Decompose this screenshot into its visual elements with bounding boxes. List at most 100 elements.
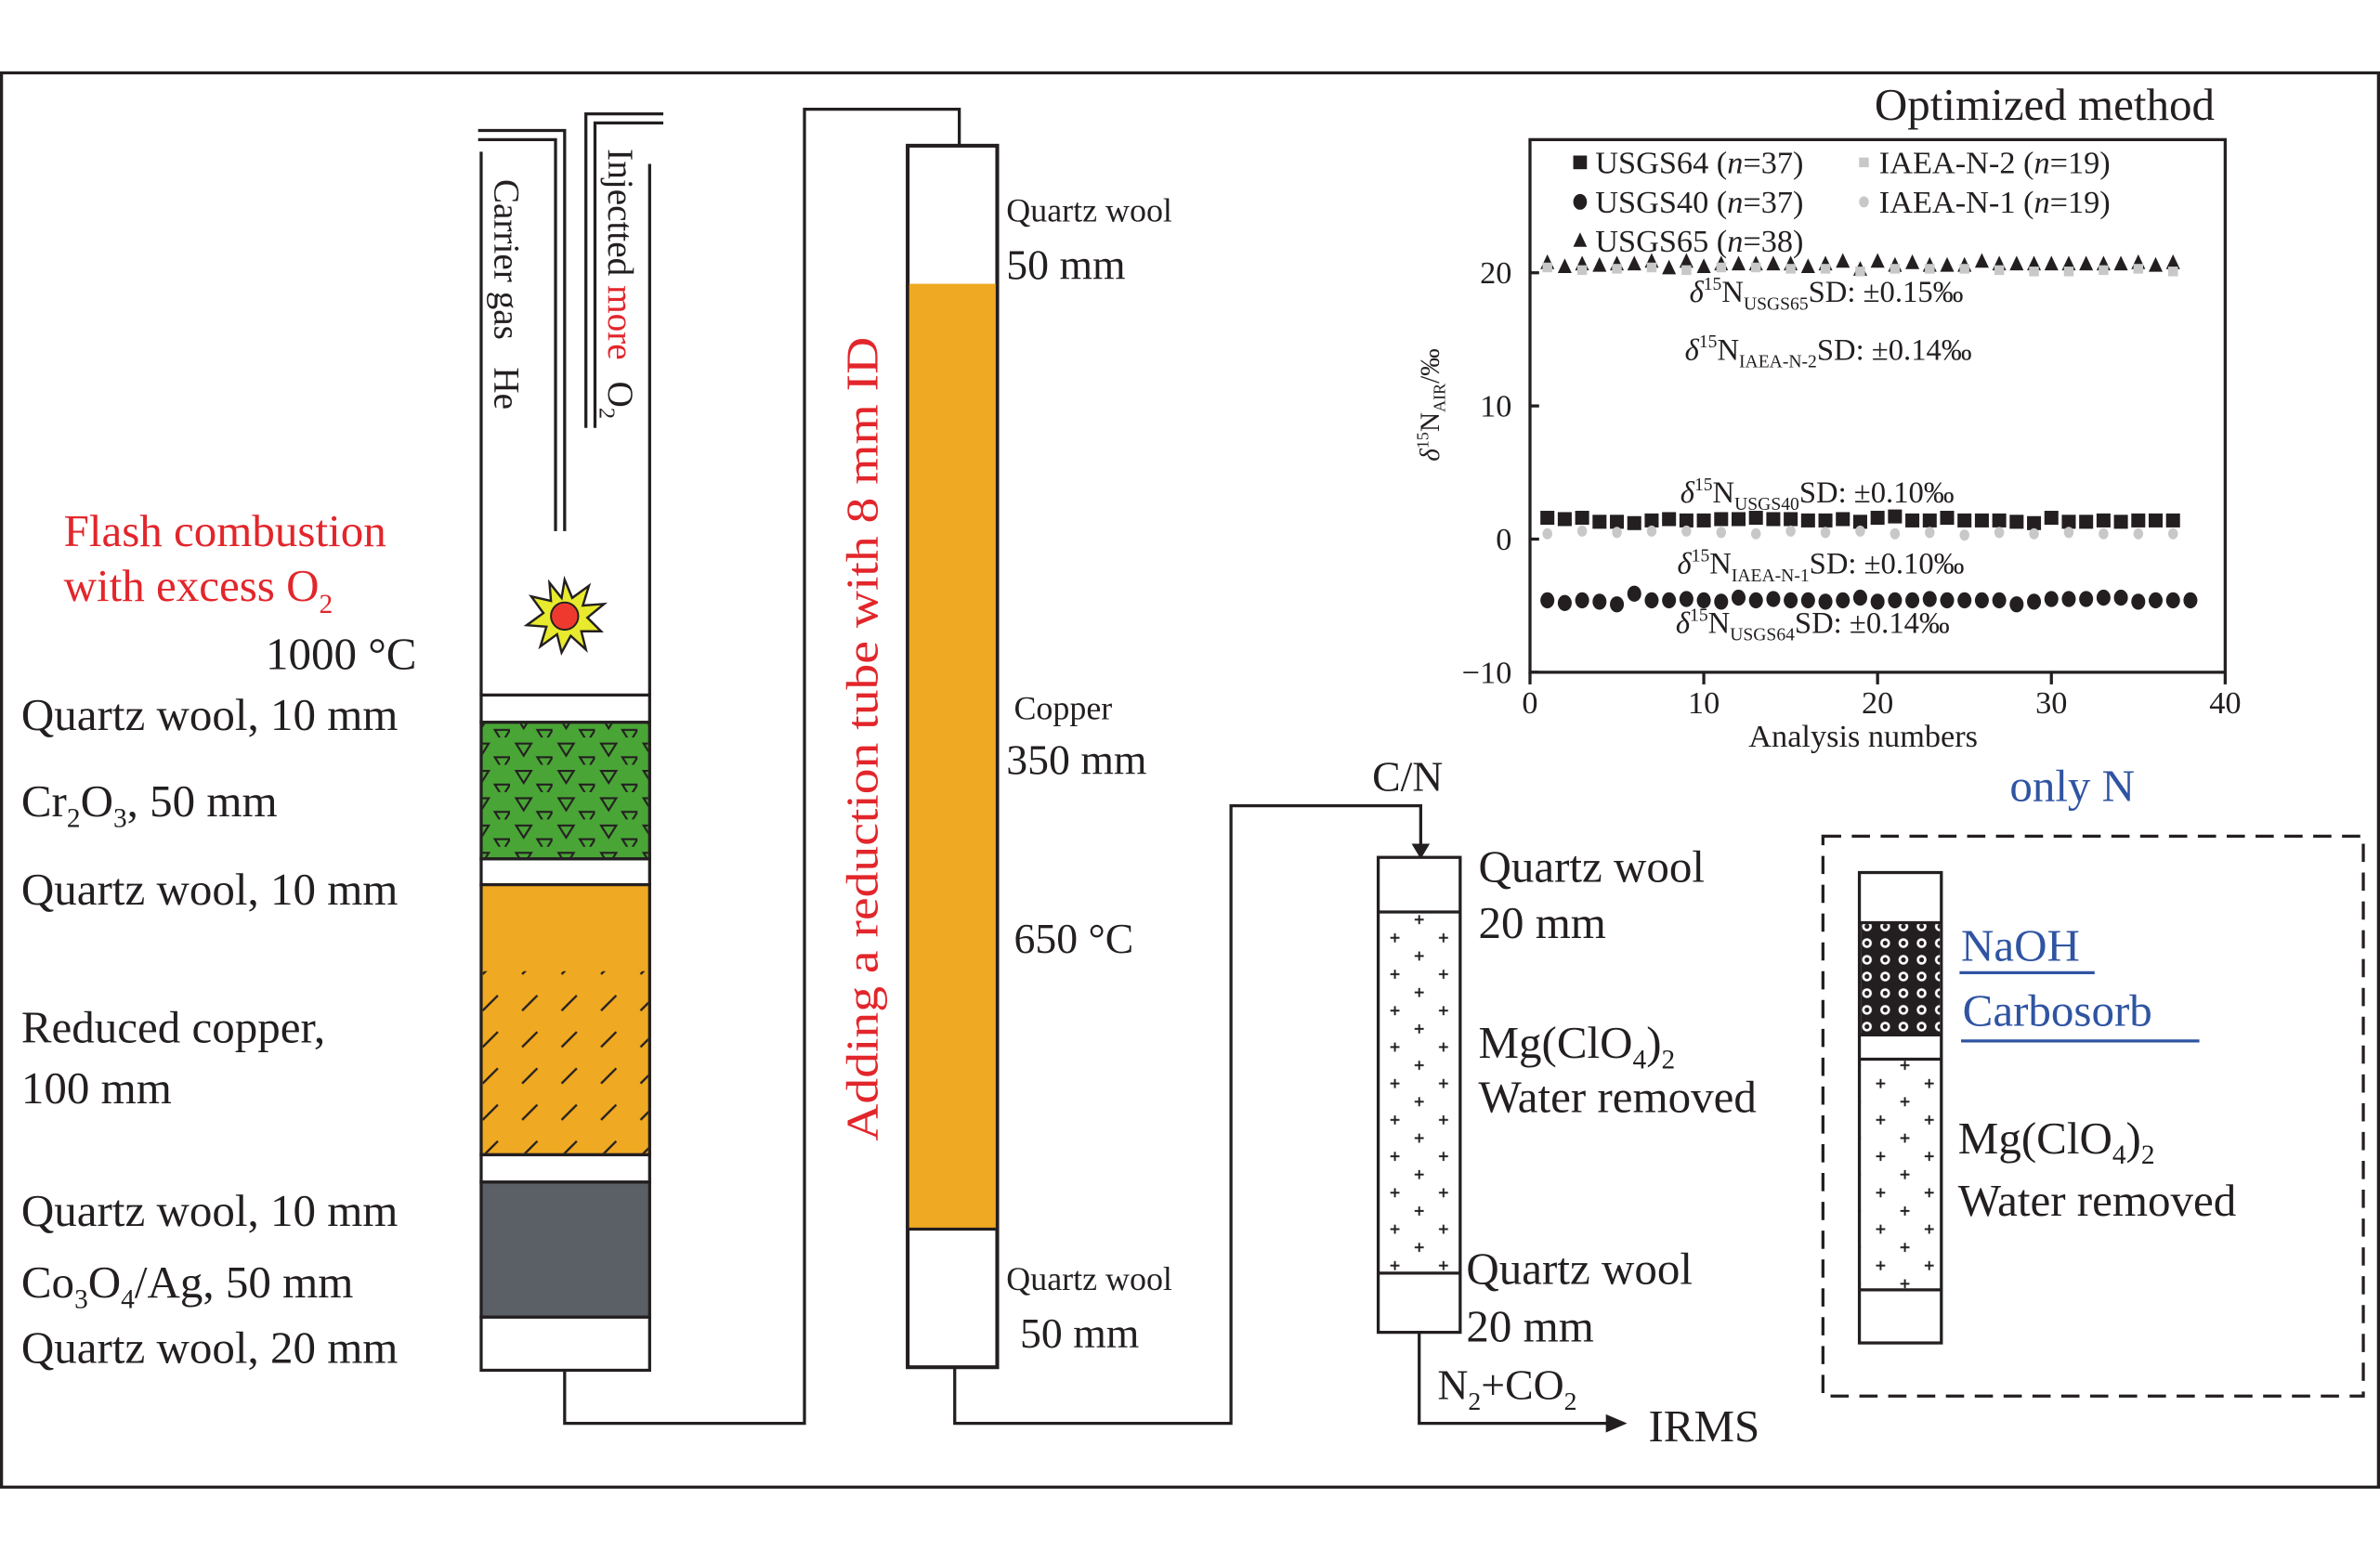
reduction-top-label-1: Quartz wool [1006,192,1172,229]
data-point-usgs40 [1784,512,1798,527]
data-point-usgs40 [1922,513,1937,528]
data-point-usgs64 [2027,593,2042,610]
legend-marker-iaea-n-2 [1859,157,1869,168]
data-point-usgs64 [1766,591,1781,607]
chart: Optimized method USGS64 (n=37)USGS40 (n=… [1414,79,2242,754]
chart-annotations: δ15NUSGS65SD: ±0.15‰δ15NIAEA-N-2SD: ±0.1… [1676,275,1972,645]
data-point-iaea-n-2 [2167,267,2178,277]
data-point-iaea-n-1 [1612,527,1622,539]
data-point-usgs64 [1644,592,1659,609]
connector-line-1 [563,108,961,1426]
only-n-formula: Mg(ClO4)2 [1958,1113,2155,1170]
data-point-iaea-n-2 [1612,264,1622,274]
legend-label-usgs40: USGS40 (n=37) [1595,185,1803,220]
data-point-usgs40 [1940,511,1955,526]
data-point-usgs64 [1852,589,1867,606]
data-point-iaea-n-1 [1890,528,1901,540]
data-point-usgs40 [1731,512,1746,527]
reduction-tube: Adding a reduction tube with 8 mm ID Qua… [836,143,1172,1370]
data-point-usgs40 [2113,514,2128,529]
x-tick-label: 40 [2209,685,2241,721]
layer-label-quartz-4: Quartz wool, 20 mm [21,1322,399,1373]
data-point-usgs65 [2079,255,2094,271]
data-point-usgs64 [2079,591,2094,607]
combustion-temperature: 1000 °C [266,629,417,680]
reduction-bottom-label-1: Quartz wool [1006,1260,1172,1297]
data-point-usgs64 [2131,593,2146,610]
oxygen-inlet-line [584,111,664,428]
legend-marker-usgs40 [1573,193,1588,210]
data-point-iaea-n-2 [1890,264,1901,274]
data-point-usgs64 [1714,593,1729,610]
data-point-iaea-n-1 [2029,528,2039,540]
data-point-iaea-n-1 [1820,527,1831,539]
x-tick-label: 30 [2035,685,2067,721]
y-axis-label: δ15NAIR/‰ [1414,348,1449,461]
chart-legend: USGS64 (n=37)USGS40 (n=37)USGS65 (n=38)I… [1573,145,2111,259]
data-point-usgs40 [1627,515,1641,530]
annotation-iaea-n-1: δ15NIAEA-N-1SD: ±0.10‰ [1677,547,1964,586]
flash-combustion-label: Flash combustion [64,505,386,556]
data-point-usgs40 [1610,514,1625,529]
annotation-iaea-n-2: δ15NIAEA-N-2SD: ±0.14‰ [1685,332,1972,371]
carrier-inlet-line [477,128,567,531]
data-point-usgs40 [2131,513,2146,528]
data-point-usgs64 [1836,592,1850,609]
layer-quartz-wool-2 [479,857,651,887]
data-point-iaea-n-2 [1681,265,1692,276]
legend-marker-usgs65 [1573,232,1588,247]
data-point-usgs65 [1557,258,1572,274]
data-point-usgs65 [2009,255,2024,271]
data-point-iaea-n-1 [1994,527,2005,539]
water-trap-middle-2: Water removed [1478,1072,1756,1123]
water-trap-top-2: 20 mm [1478,897,1605,948]
irms-label: IRMS [1648,1400,1759,1452]
data-point-iaea-n-1 [2063,527,2074,539]
data-point-iaea-n-2 [1994,265,2005,276]
carbosorb-label: Carbosorb [1963,985,2152,1036]
data-point-usgs40 [1888,509,1903,524]
data-point-usgs40 [1748,511,1763,526]
y-tick-label: −10 [1462,655,1512,690]
data-point-usgs64 [1992,592,2007,609]
x-axis-label: Analysis numbers [1748,719,1978,754]
data-point-usgs40 [1992,513,2007,528]
water-trap-tube: C/N Quartz wool 20 mm Mg(ClO4)2 Water re… [1372,752,1757,1351]
data-point-iaea-n-1 [1785,525,1796,537]
data-point-usgs40 [2096,513,2111,528]
data-point-iaea-n-1 [1576,525,1588,537]
data-point-usgs65 [1974,253,1989,268]
data-point-usgs65 [2148,256,2164,272]
layer-label-co3o4: Co3O4/Ag, 50 mm [21,1257,353,1314]
arrow-down-icon [1411,843,1431,859]
data-point-usgs40 [1540,511,1555,526]
data-point-usgs64 [2165,592,2180,609]
data-point-iaea-n-2 [1576,265,1588,276]
data-point-usgs65 [1662,259,1677,275]
data-point-iaea-n-1 [1855,525,1865,537]
data-point-usgs40 [1836,512,1850,527]
data-point-usgs40 [1644,513,1659,528]
data-point-usgs65 [2165,254,2180,269]
legend-label-usgs64: USGS64 (n=37) [1595,145,1803,180]
data-point-usgs64 [1627,585,1641,602]
legend-marker-usgs64 [1573,155,1588,170]
data-point-usgs64 [1696,592,1711,609]
data-point-iaea-n-1 [1681,525,1692,537]
naoh-label: NaOH [1961,919,2080,970]
data-point-usgs64 [1575,592,1589,609]
data-point-usgs40 [1696,513,1711,528]
layer-label-quartz-1: Quartz wool, 10 mm [21,689,399,740]
data-point-usgs64 [1748,592,1763,609]
data-point-usgs64 [1592,593,1607,610]
data-point-usgs64 [1957,592,1972,609]
data-point-usgs65 [1627,255,1641,271]
excess-o2-label: with excess O2 [64,560,333,619]
x-tick-label: 20 [1862,685,1893,721]
figure-frame [0,71,2380,1489]
data-point-iaea-n-2 [1820,264,1831,274]
layer-quartz-wool-1 [479,693,651,724]
data-point-usgs64 [2044,591,2059,607]
